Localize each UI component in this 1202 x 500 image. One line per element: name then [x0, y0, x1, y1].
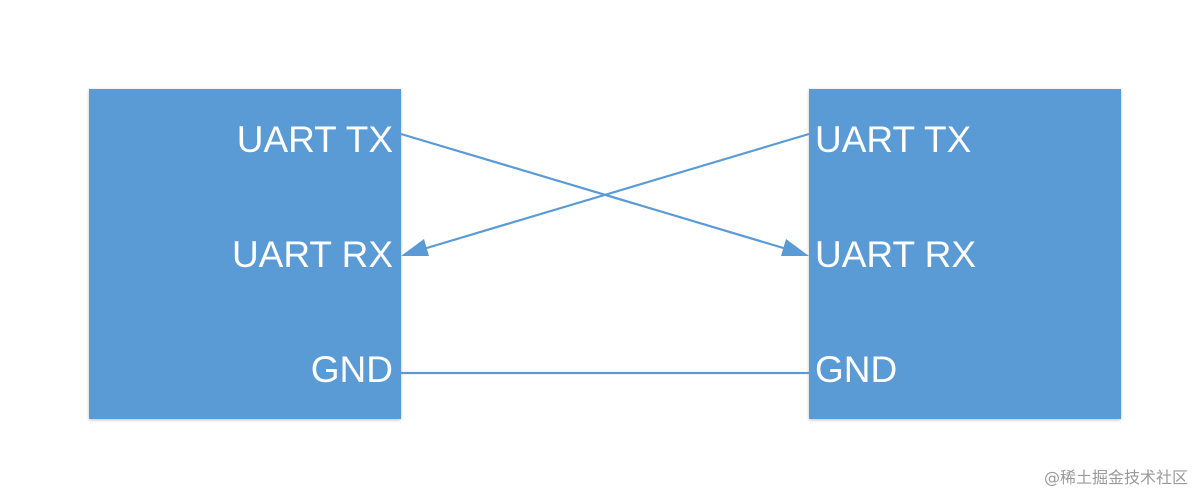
left-device-block: UART TX UART RX GND [89, 89, 401, 419]
right-gnd-label: GND [815, 349, 898, 390]
left-uart-tx-label: UART TX [236, 119, 393, 160]
wire-left-tx-to-right-rx [400, 132, 791, 252]
wire-right-tx-to-left-rx [419, 132, 810, 252]
right-uart-rx-label: UART RX [815, 234, 977, 275]
watermark: @稀土掘金技术社区 [1043, 468, 1188, 487]
left-gnd-label: GND [310, 349, 393, 390]
arrowhead-right-rx [781, 239, 809, 256]
right-device-block: UART TX UART RX GND [809, 89, 1121, 419]
arrowhead-left-rx [401, 239, 429, 256]
left-uart-rx-label: UART RX [231, 234, 393, 275]
right-uart-tx-label: UART TX [815, 119, 972, 160]
